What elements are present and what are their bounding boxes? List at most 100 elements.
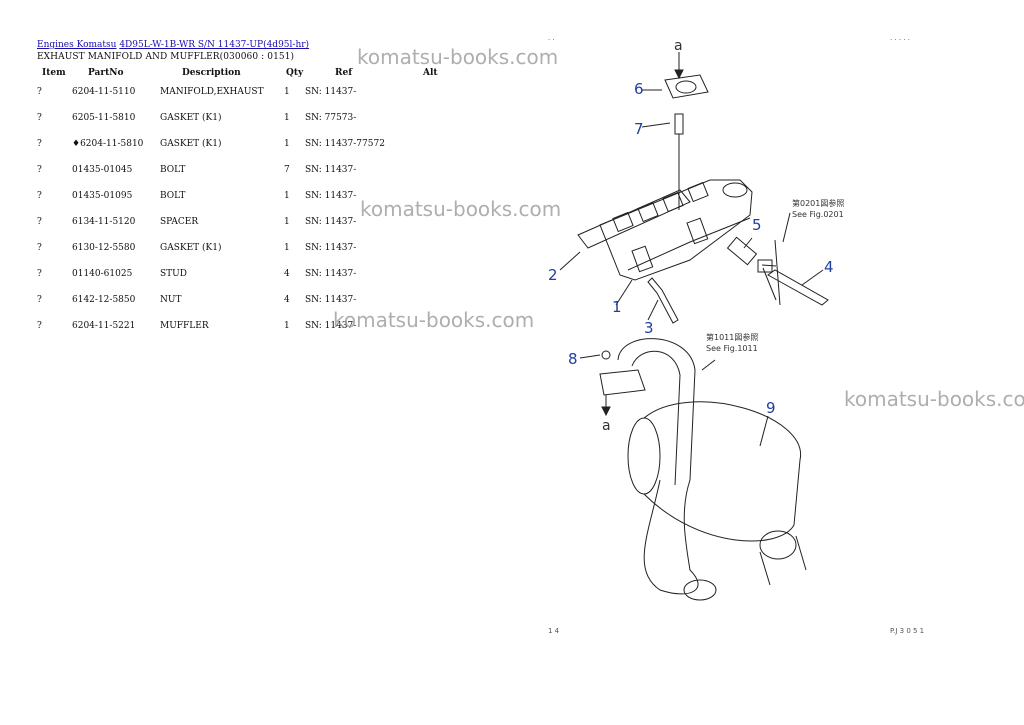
parts-table: Item PartNo Description Qty Ref Alt ? 620… — [37, 67, 438, 339]
cell-alt — [423, 131, 438, 157]
cell-item: ? — [37, 217, 42, 227]
callout-label: 3 — [644, 319, 654, 337]
cell-item: ? — [37, 295, 42, 305]
callout-label: 8 — [568, 350, 578, 368]
cell-part-no: 6130-12-5580 — [72, 243, 136, 253]
page-markers: . . . . . . . 1 4 P.J 3 0 5 1 — [548, 34, 924, 635]
breadcrumb: Engines Komatsu 4D95L-W-1B-WR S/N 11437-… — [37, 40, 309, 50]
cell-ref: SN: 11437- — [305, 191, 357, 201]
callout-label: 1 — [612, 298, 622, 316]
callout-label: 5 — [752, 216, 762, 234]
cell-item: ? — [37, 269, 42, 279]
cell-ref: SN: 11437- — [305, 243, 357, 253]
flow-markers: a a — [602, 38, 683, 434]
header-description: Description — [182, 68, 241, 78]
table-row: ? 6205-11-5810 GASKET (K1) 1 SN: 77573- — [37, 105, 438, 131]
ref-1011-jp: 第1011図参照 — [706, 332, 758, 342]
table-row: ? 6142-12-5850 NUT 4 SN: 11437- — [37, 287, 438, 313]
cell-description: NUT — [160, 295, 182, 305]
header-ref: Ref — [335, 68, 353, 78]
cell-part-no: 01435-01045 — [72, 165, 133, 175]
footer-left: 1 4 — [548, 627, 560, 635]
cell-ref: SN: 77573- — [305, 113, 357, 123]
cell-part-no: 01140-61025 — [72, 269, 133, 279]
cell-qty: 1 — [284, 243, 290, 253]
ref-0201-en: See Fig.0201 — [792, 210, 844, 219]
cell-ref: SN: 11437- — [305, 217, 357, 227]
cell-description: GASKET (K1) — [160, 139, 222, 149]
cell-qty: 4 — [284, 295, 290, 305]
cell-qty: 4 — [284, 269, 290, 279]
cell-description: MUFFLER — [160, 321, 209, 331]
header-dots-right: . . . . . — [890, 34, 910, 42]
cell-qty: 7 — [284, 165, 290, 175]
breadcrumb-engines-link[interactable]: Engines Komatsu — [37, 40, 117, 50]
footer-right: P.J 3 0 5 1 — [890, 627, 924, 635]
cell-item: ? — [37, 243, 42, 253]
watermark: komatsu-books.com — [844, 387, 1024, 411]
cell-part-no: ♦6204-11-5810 — [72, 139, 144, 149]
cell-qty: 1 — [284, 113, 290, 123]
table-row: ? 6204-11-5110 MANIFOLD,EXHAUST 1 SN: 11437- — [37, 79, 438, 105]
table-row: ? ♦6204-11-5810 GASKET (K1) 1 SN: 11437-7757… — [37, 131, 438, 157]
cell-description: BOLT — [160, 191, 186, 201]
ref-1011-en: See Fig.1011 — [706, 344, 758, 353]
table-header-row: Item PartNo Description Qty Ref Alt — [37, 67, 438, 79]
callout-label: 7 — [634, 120, 644, 138]
header-alt: Alt — [423, 68, 438, 78]
cell-qty: 1 — [284, 321, 290, 331]
breadcrumb-model-link[interactable]: 4D95L-W-1B-WR S/N 11437-UP(4d95l-hr) — [119, 40, 310, 50]
figure-references: 第0201図参照 See Fig.0201 第1011図参照 See Fig.1… — [706, 198, 844, 353]
cell-part-no: 6205-11-5810 — [72, 113, 136, 123]
cell-alt — [423, 79, 438, 105]
page-title: EXHAUST MANIFOLD AND MUFFLER(030060 : 01… — [37, 52, 295, 62]
cell-alt — [423, 235, 438, 261]
table-row: ? 6130-12-5580 GASKET (K1) 1 SN: 11437- — [37, 235, 438, 261]
cell-part-no: 6204-11-5110 — [72, 87, 136, 97]
cell-ref: SN: 11437- — [305, 321, 357, 331]
exhaust-manifold-diagram: 1 2 3 4 5 6 7 8 9 a a 第0201図参照 See Fig.0… — [548, 34, 924, 635]
cell-alt — [423, 105, 438, 131]
cell-ref: SN: 11437- — [305, 87, 357, 97]
cell-part-no: 01435-01095 — [72, 191, 133, 201]
callout-label: 2 — [548, 266, 558, 284]
diagram-callouts: 1 2 3 4 5 6 7 8 9 — [548, 80, 834, 417]
cell-item: ? — [37, 87, 42, 97]
cell-alt — [423, 261, 438, 287]
cell-ref: SN: 11437- — [305, 269, 357, 279]
watermark: komatsu-books.com — [333, 308, 535, 332]
cell-description: GASKET (K1) — [160, 243, 222, 253]
table-row: ? 6204-11-5221 MUFFLER 1 SN: 11437- — [37, 313, 438, 339]
cell-ref: SN: 11437- — [305, 295, 357, 305]
cell-part-no: 6142-12-5850 — [72, 295, 136, 305]
cell-item: ? — [37, 191, 42, 201]
table-row: ? 6134-11-5120 SPACER 1 SN: 11437- — [37, 209, 438, 235]
cell-part-no: 6134-11-5120 — [72, 217, 136, 227]
cell-item: ? — [37, 321, 42, 331]
cell-qty: 1 — [284, 217, 290, 227]
cell-alt — [423, 157, 438, 183]
cell-qty: 1 — [284, 87, 290, 97]
cell-item: ? — [37, 139, 42, 149]
header-dots-left: . . — [548, 34, 555, 42]
header-qty: Qty — [286, 68, 304, 78]
callout-label: 4 — [824, 258, 834, 276]
cell-ref: SN: 11437-77572 — [305, 139, 385, 149]
cell-item: ? — [37, 113, 42, 123]
diagram-linework — [559, 52, 829, 601]
cell-description: GASKET (K1) — [160, 113, 222, 123]
cell-description: SPACER — [160, 217, 199, 227]
callout-label: 6 — [634, 80, 644, 98]
watermark: komatsu-books.com — [360, 197, 562, 221]
cell-qty: 1 — [284, 139, 290, 149]
header-part-no: PartNo — [88, 68, 124, 78]
callout-label: 9 — [766, 399, 776, 417]
cell-part-no: 6204-11-5221 — [72, 321, 136, 331]
cell-description: BOLT — [160, 165, 186, 175]
ref-0201-jp: 第0201図参照 — [792, 198, 844, 208]
cell-description: MANIFOLD,EXHAUST — [160, 87, 264, 97]
cell-item: ? — [37, 165, 42, 175]
